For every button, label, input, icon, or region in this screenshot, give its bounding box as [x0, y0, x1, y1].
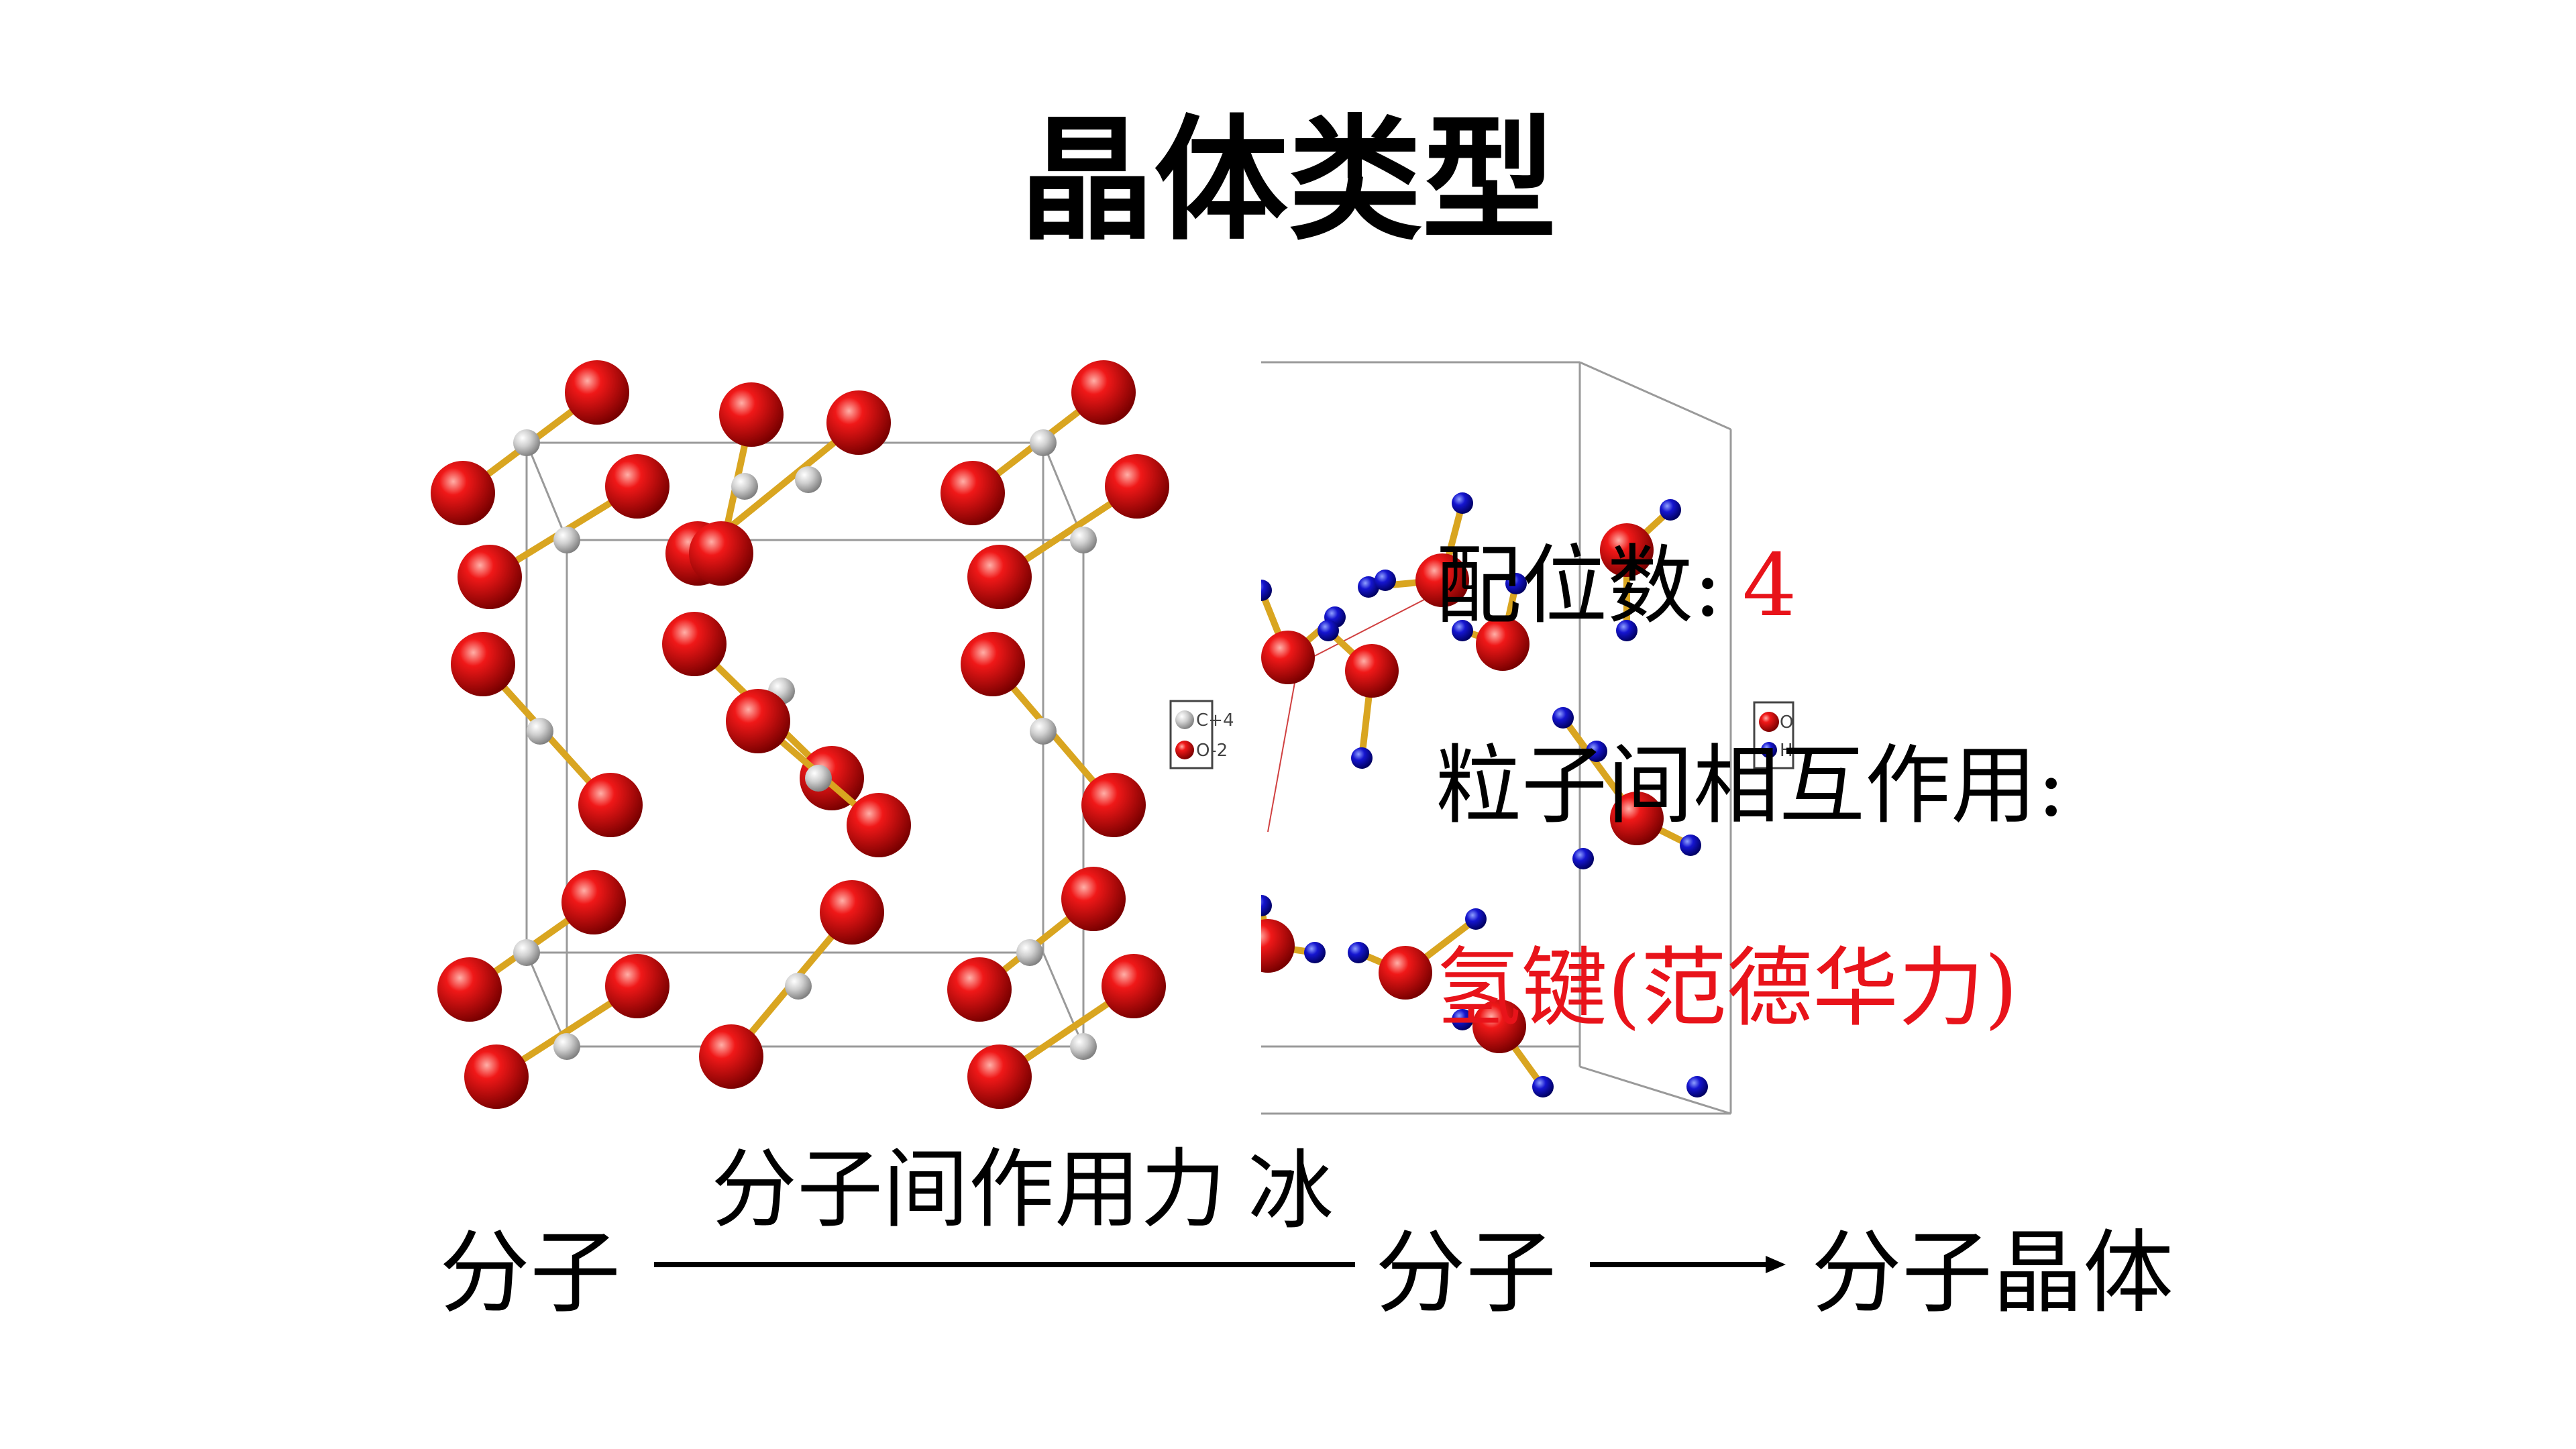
- oxygen-atom: [699, 1024, 763, 1089]
- oxygen-atom: [1102, 954, 1166, 1018]
- oxygen-atom: [1379, 946, 1432, 1000]
- oxygen-atom: [605, 454, 669, 519]
- hydrogen-atom: [1452, 492, 1473, 514]
- carbon-atom: [513, 429, 540, 456]
- legend-o-label: O-2: [1196, 741, 1228, 761]
- oxygen-atom: [1415, 553, 1469, 607]
- oxygen-atom: [464, 1044, 529, 1109]
- carbon-atom: [1030, 429, 1057, 456]
- oxygen-atom: [1472, 1000, 1526, 1053]
- hydrogen-atom: [1452, 1009, 1473, 1030]
- oxygen-atom: [437, 957, 502, 1022]
- carbon-atom: [1070, 1033, 1097, 1060]
- oxygen-atom: [1061, 867, 1126, 931]
- short-arrow: [1590, 1256, 1786, 1273]
- hydrogen-atom: [1452, 620, 1473, 641]
- carbon-atom: [805, 765, 832, 792]
- carbon-atom: [553, 1033, 580, 1060]
- carbon-atom: [1070, 527, 1097, 553]
- oxygen-atom: [1610, 792, 1664, 845]
- hydrogen-atom: [1375, 570, 1396, 591]
- oxygen-atom: [1081, 773, 1146, 837]
- ice-crystal-structure: O H: [1261, 361, 1794, 1115]
- carbon-atom: [527, 718, 553, 745]
- oxygen-atom: [826, 390, 891, 455]
- hydrogen-atom: [1552, 707, 1574, 729]
- carbon-atom: [731, 473, 758, 500]
- legend-c-label: C+4: [1196, 710, 1234, 731]
- oxygen-atom: [458, 545, 522, 609]
- arrow-label: 分子间作用力: [711, 1140, 1227, 1240]
- oxygen-atom: [1476, 617, 1529, 671]
- hydrogen-atom: [1505, 573, 1527, 594]
- page-title: 晶体类型: [1019, 103, 1556, 259]
- carbon-atom: [513, 939, 540, 966]
- oxygen-atom: [451, 632, 515, 696]
- oxygen-atom: [967, 545, 1032, 609]
- co2-legend: C+4 O-2: [1169, 700, 1234, 769]
- oxygen-atom: [1105, 454, 1169, 519]
- oxygen-atom: [1600, 523, 1654, 577]
- oxygen-atom: [578, 773, 643, 837]
- interaction-label: 粒子间相互作用:: [1436, 736, 2066, 836]
- oxygen-atom: [947, 957, 1012, 1022]
- oxygen-atom: [1071, 360, 1136, 425]
- equation-right: 分子晶体: [1811, 1220, 2174, 1326]
- co2-crystal-structure: C+4 O-2: [431, 360, 1234, 1109]
- hydrogen-atom: [1572, 848, 1594, 869]
- oxygen-atom: [847, 793, 911, 857]
- oxygen-atom: [961, 632, 1025, 696]
- oxygen-atom: [1345, 644, 1399, 698]
- hydrogen-atom: [1304, 942, 1326, 963]
- equation-left: 分子: [439, 1220, 621, 1326]
- legend-h-label: H: [1780, 741, 1793, 761]
- oxygen-atom: [967, 1044, 1032, 1109]
- oxygen-atom: [1261, 631, 1315, 684]
- carbon-atom: [1016, 939, 1043, 966]
- legend-o-label: O: [1780, 712, 1793, 733]
- overlay-label: 冰: [1248, 1141, 1334, 1241]
- oxygen-atom: [431, 461, 495, 525]
- hydrogen-atom: [1465, 908, 1487, 930]
- hydrogen-atom: [1318, 620, 1339, 641]
- coordination-value: 4: [1742, 536, 1797, 636]
- hydrogen-atom: [1660, 499, 1681, 521]
- coordination-line: 配位数:4: [1436, 543, 1797, 629]
- coordination-label: 配位数:: [1436, 536, 1723, 636]
- oxygen-atom: [1261, 919, 1295, 973]
- hydrogen-atom: [1532, 1076, 1554, 1097]
- carbon-atom: [785, 973, 812, 1000]
- hydrogen-atom: [1686, 1076, 1708, 1097]
- interaction-value: 氢键(范德华力): [1436, 938, 2018, 1038]
- ice-legend: O H: [1753, 701, 1794, 769]
- hydrogen-atom: [1351, 747, 1373, 769]
- carbon-atom: [1030, 718, 1057, 745]
- hydrogen-atom: [1348, 942, 1369, 963]
- hydrogen-atom: [1680, 835, 1701, 856]
- carbon-atom: [553, 527, 580, 553]
- hydrogen-atom: [1586, 741, 1607, 762]
- oxygen-atom: [726, 689, 790, 753]
- oxygen-atom: [941, 461, 1005, 525]
- carbon-atom: [795, 466, 822, 493]
- oxygen-atom: [561, 870, 626, 934]
- oxygen-atom: [662, 612, 727, 676]
- oxygen-atom: [689, 521, 753, 586]
- hydrogen-atom: [1261, 580, 1272, 601]
- oxygen-atom: [719, 382, 784, 447]
- hydrogen-atom: [1358, 576, 1379, 598]
- hydrogen-atom: [1261, 895, 1272, 916]
- oxygen-atom: [565, 360, 629, 425]
- long-arrow-line: [654, 1262, 1355, 1267]
- oxygen-atom: [820, 880, 884, 945]
- hydrogen-atom: [1616, 620, 1638, 641]
- equation-middle: 分子: [1375, 1220, 1556, 1326]
- oxygen-atom: [605, 954, 669, 1018]
